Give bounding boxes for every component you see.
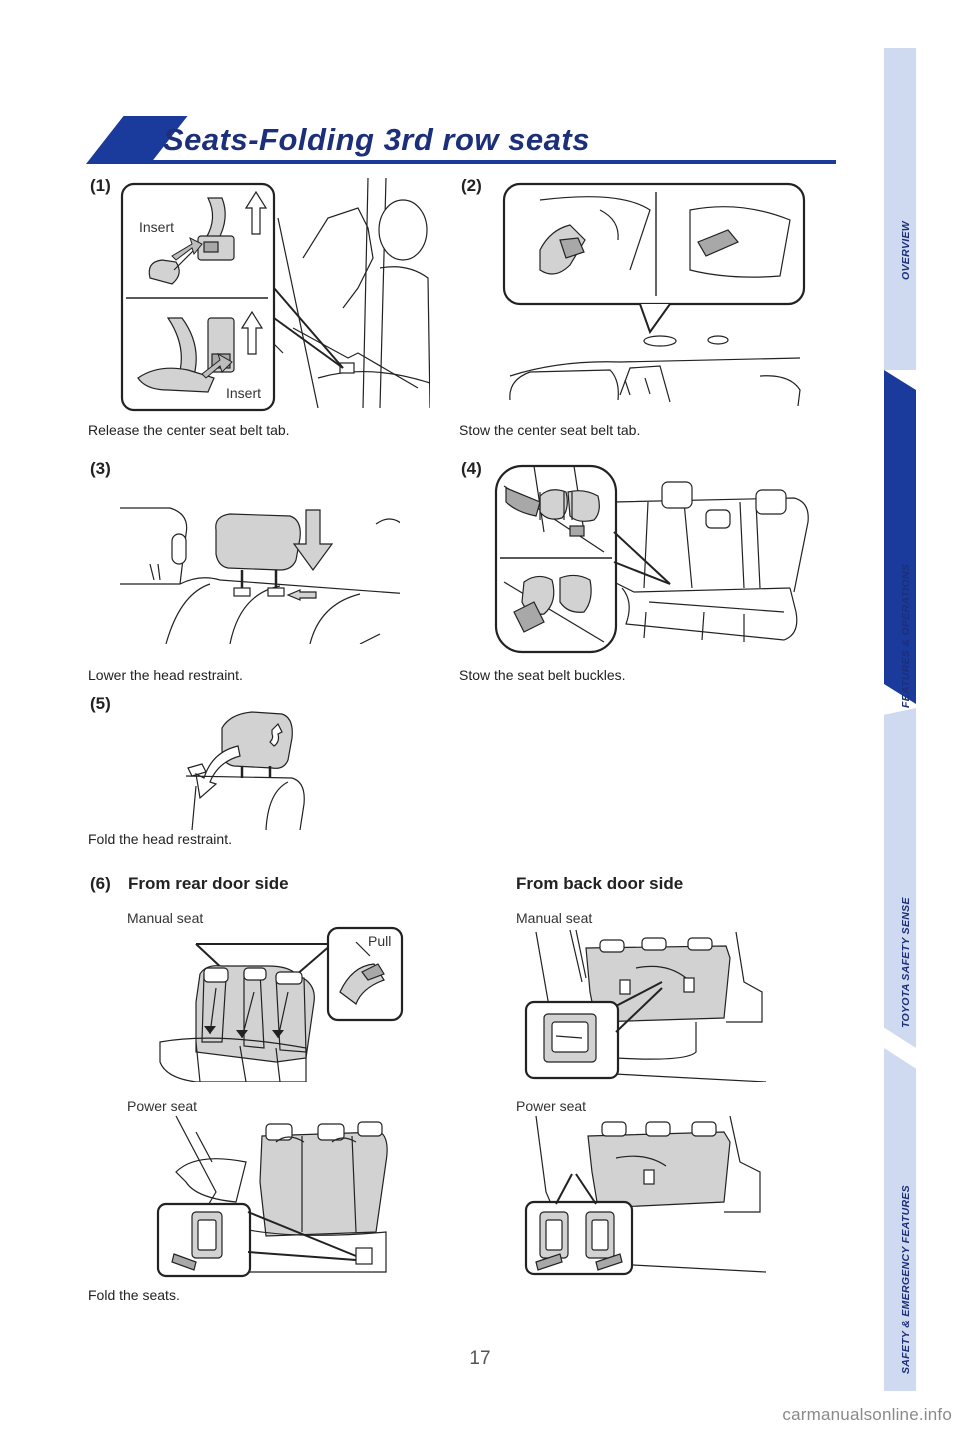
step-6-label: (6) [90, 874, 111, 893]
sidebar-tab-overview-label: OVERVIEW [900, 221, 912, 280]
step-6-caption: Fold the seats. [88, 1287, 180, 1303]
sidebar-tab-safety-emergency-label: SAFETY & EMERGENCY FEATURES [900, 1185, 912, 1374]
section-sidebar: OVERVIEW FEATURES & OPERATIONS TOYOTA SA… [884, 48, 916, 1391]
step-1-illustration [120, 178, 430, 412]
sidebar-tab-toyota-safety-sense-label: TOYOTA SAFETY SENSE [900, 897, 912, 1028]
insert-label-bottom: Insert [226, 385, 262, 401]
rear-power-seat-illustration [156, 1115, 388, 1278]
step-2-label: (2) [461, 176, 482, 195]
rear-manual-seat-label: Manual seat [127, 910, 204, 926]
step-2-illustration [502, 182, 806, 406]
sidebar-tab-overview[interactable]: OVERVIEW [884, 48, 916, 370]
back-manual-seat-illustration [524, 929, 766, 1082]
sidebar-tab-safety-emergency[interactable]: SAFETY & EMERGENCY FEATURES [884, 1048, 916, 1391]
page-title: Seats-Folding 3rd row seats [163, 122, 590, 157]
sidebar-tab-toyota-safety-sense[interactable]: TOYOTA SAFETY SENSE [884, 708, 916, 1048]
watermark: carmanualsonline.info [782, 1405, 952, 1424]
step-2-caption: Stow the center seat belt tab. [459, 422, 641, 438]
back-door-side-title: From back door side [516, 874, 684, 893]
header-rule [140, 160, 836, 164]
rear-power-seat-label: Power seat [127, 1098, 198, 1114]
back-power-seat-label: Power seat [516, 1098, 587, 1114]
step-1-label: (1) [90, 176, 111, 195]
back-manual-seat-label: Manual seat [516, 910, 593, 926]
step-1-caption: Release the center seat belt tab. [88, 422, 290, 438]
insert-label-top: Insert [139, 219, 175, 235]
step-4-label: (4) [461, 459, 482, 478]
rear-door-side-title: From rear door side [128, 874, 289, 893]
step-4-illustration [494, 464, 809, 654]
back-power-seat-illustration [524, 1115, 766, 1276]
step-5-illustration [185, 711, 305, 830]
step-3-caption: Lower the head restraint. [88, 667, 243, 683]
sidebar-tab-features-operations-label: FEATURES & OPERATIONS [900, 563, 912, 708]
page-number: 17 [469, 1348, 491, 1369]
sidebar-tab-features-operations[interactable] [884, 370, 916, 704]
step-5-caption: Fold the head restraint. [88, 831, 232, 847]
step-3-label: (3) [90, 459, 111, 478]
pull-label: Pull [368, 933, 392, 949]
rear-manual-seat-illustration [159, 926, 404, 1082]
step-3-illustration [120, 507, 400, 644]
step-5-label: (5) [90, 694, 111, 713]
step-4-caption: Stow the seat belt buckles. [459, 667, 626, 683]
